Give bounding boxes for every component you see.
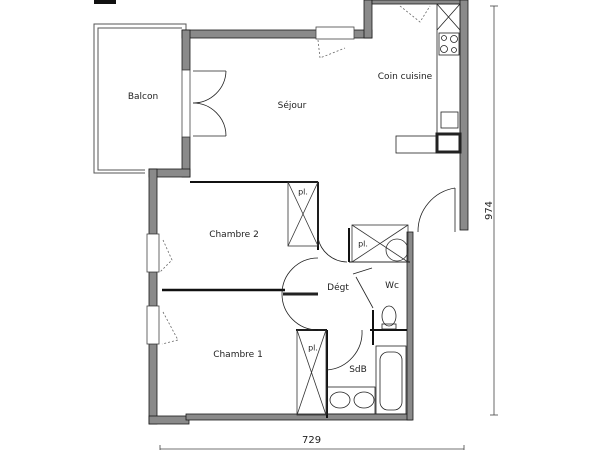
corner-mark [94,0,116,4]
kitchen-counter [395,3,462,154]
room-label-sdb: SdB [349,365,367,375]
closet-label-degt: pl. [358,239,368,249]
room-label-balcon: Balcon [127,92,159,102]
balcony-outline [93,23,187,174]
windows [146,26,355,345]
closet-degt [351,224,409,263]
doors [192,70,456,371]
room-label-coin-cuisine: Coin cuisine [377,72,433,82]
toilet [381,305,397,330]
closet-chambre-1 [296,329,327,416]
bathtub [375,345,407,415]
closet-label-chambre-1: pl. [308,343,318,353]
room-label-chambre-2: Chambre 2 [209,230,259,240]
window-swings [159,5,431,345]
room-label-chambre-1: Chambre 1 [213,350,263,360]
room-label-sejour: Séjour [277,101,307,111]
dimension-lines [159,5,498,450]
room-label-degt: Dégt [327,283,349,293]
room-label-wc: Wc [385,281,399,291]
dimension-height: 974 [484,200,496,221]
dimension-width: 729 [302,435,322,446]
exterior-walls [148,0,469,425]
closet-label-chambre-2: pl. [298,187,308,197]
interior-walls [162,181,410,418]
closet-chambre-2 [287,181,319,247]
double-sink [326,386,376,415]
